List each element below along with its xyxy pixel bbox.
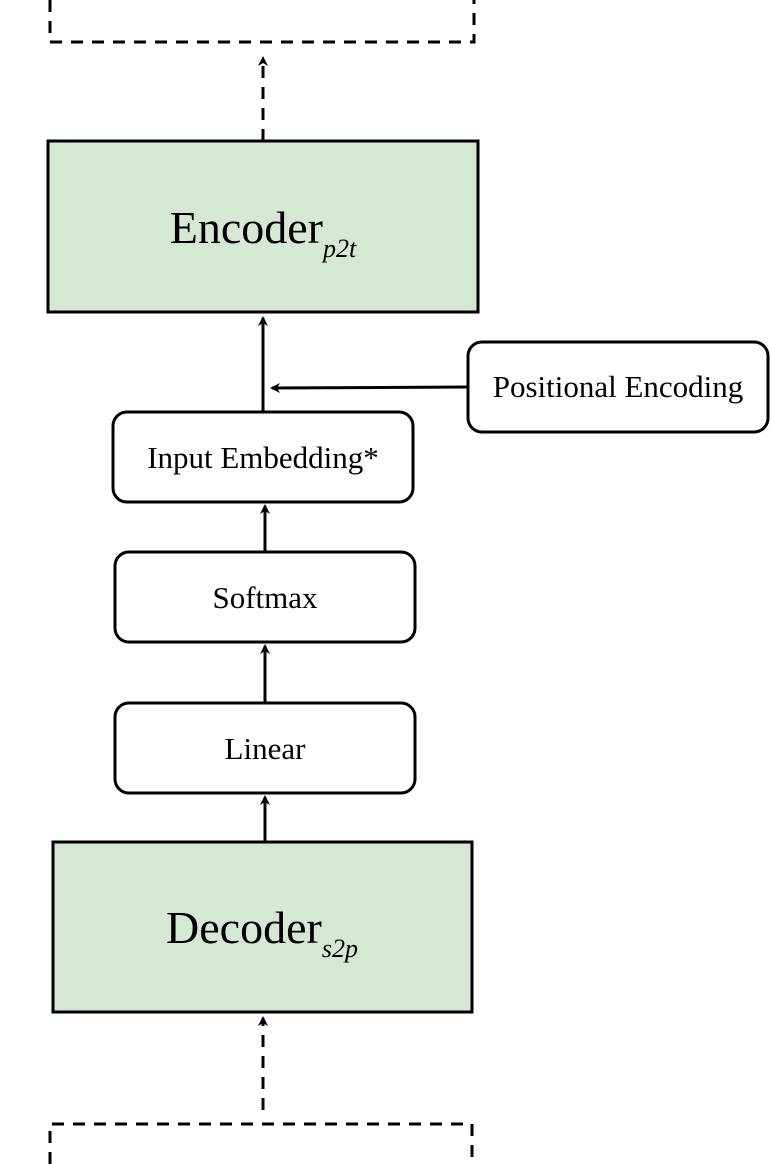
svg-text:Decoders2p: Decoders2p (166, 902, 358, 963)
svg-text:Encoderp2t: Encoderp2t (170, 202, 357, 263)
positional-encoding-box: Positional Encoding (466, 340, 770, 434)
encoder-block: Encoderp2t (46, 139, 480, 314)
input-embedding-label: Input Embedding* (147, 440, 379, 475)
positional-encoding-label: Positional Encoding (493, 369, 744, 404)
top-continuation-block (48, 0, 476, 44)
encoder-label: Encoder (170, 202, 323, 253)
bottom-continuation-block (48, 1122, 474, 1164)
linear-label: Linear (225, 731, 307, 766)
linear-box: Linear (113, 701, 417, 795)
decoder-block: Decoders2p (51, 840, 474, 1014)
decoder-subscript: s2p (322, 934, 358, 963)
softmax-box: Softmax (113, 550, 417, 644)
input-embedding-box: Input Embedding* (111, 410, 415, 504)
decoder-label: Decoder (166, 902, 322, 953)
softmax-label: Softmax (212, 580, 318, 615)
encoder-subscript: p2t (321, 234, 357, 263)
positional-encoding-arrow (270, 382, 469, 393)
